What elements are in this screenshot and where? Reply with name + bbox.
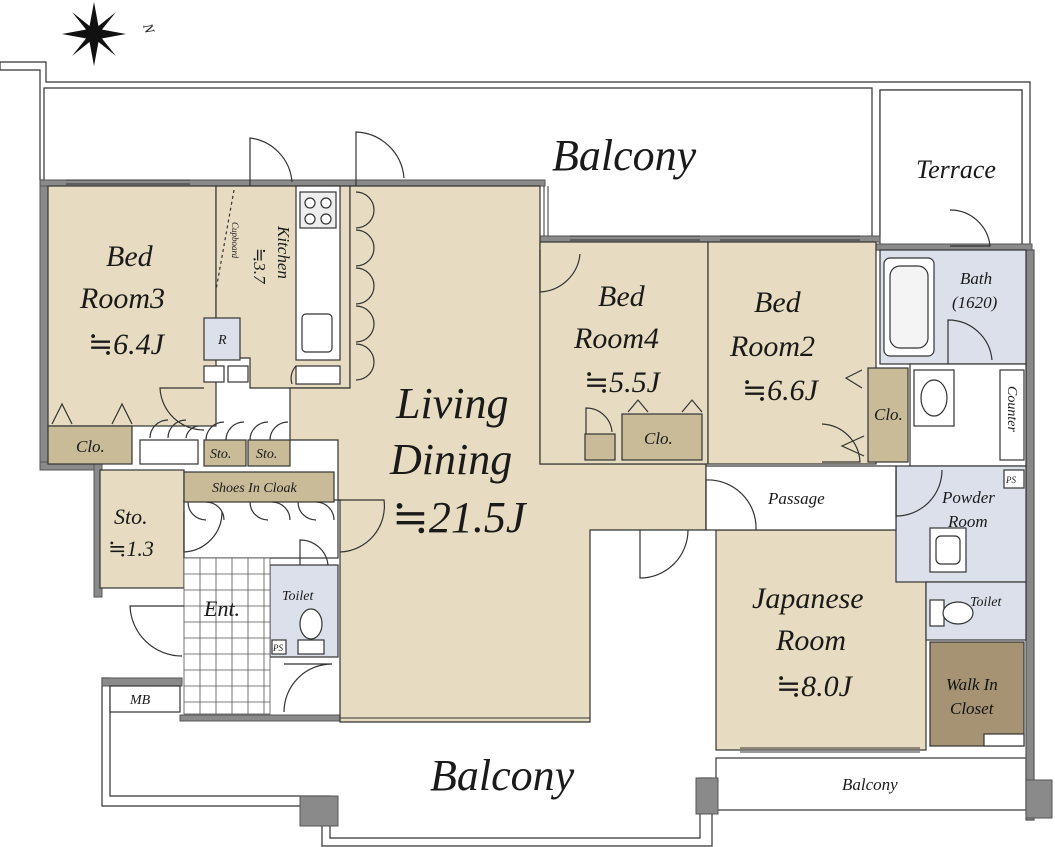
entrance-hall	[183, 499, 339, 559]
kitchen-area-label: ≒3.7	[250, 248, 269, 285]
toilet-icon	[297, 608, 325, 655]
bed-room-3-area	[47, 185, 217, 427]
closet-bed-room-4-label: Clo.	[644, 429, 673, 448]
refrigerator-label: R	[217, 333, 227, 348]
labels: N Balcony Terrace Bath (1620) Bed Room3 …	[76, 21, 1019, 800]
closet-bed-room-3-label: Clo.	[76, 437, 105, 456]
shoes-in-cloak-label: Shoes In Cloak	[212, 481, 298, 496]
north-arrow-icon	[62, 2, 126, 66]
closet-bed-room-2-label: Clo.	[874, 405, 903, 424]
meter-box	[109, 685, 181, 713]
walk-in-closet-line1: Walk In	[946, 675, 998, 694]
closet-bed-room-4	[621, 413, 703, 461]
powder-room-line2: Room	[947, 512, 988, 531]
balcony-north-label: Balcony	[552, 131, 697, 180]
walk-in-closet-line2: Closet	[950, 699, 995, 718]
door-swings	[51, 131, 993, 713]
japanese-room-line2: Room	[775, 624, 846, 657]
closet-bed-room-2	[867, 367, 909, 463]
pipe-space-box	[1003, 469, 1025, 489]
bed-room-4-line1: Bed	[598, 280, 646, 313]
kitchen-sink-icon	[301, 313, 333, 353]
kitchen-label: Kitchen	[274, 225, 293, 279]
entry-pipe-space-label: PS	[272, 643, 283, 653]
closet-bed-room-4-small	[584, 433, 616, 461]
bed-room-2-area	[707, 241, 877, 465]
entry-toilet-label: Toilet	[282, 589, 314, 604]
bed-room-3-line1: Bed	[106, 240, 154, 273]
stove-icon	[299, 191, 337, 229]
compass-label: N	[139, 21, 157, 36]
entrance-label: Ent.	[203, 596, 240, 621]
bed-room-2-line1: Bed	[754, 286, 802, 319]
storage-b	[247, 439, 291, 467]
bath-label: Bath	[960, 269, 992, 288]
passage-label: Passage	[767, 489, 825, 508]
bed-room-3-area-label: ≒6.4J	[88, 328, 166, 361]
bed-room-4-area-label: ≒5.5J	[584, 366, 662, 399]
storage-a-label: Sto.	[210, 447, 231, 462]
pipe-space-box	[271, 639, 287, 655]
toilet-icon	[929, 599, 974, 627]
balcony-south-label: Balcony	[430, 751, 575, 800]
refrigerator-icon	[203, 317, 241, 361]
pipe-space-label: PS	[1005, 475, 1016, 485]
fixtures	[203, 185, 1025, 747]
shoes-in-cloak	[183, 471, 335, 503]
living-dining-line1: Living	[395, 379, 508, 428]
storage-room-area-label: ≒1.3	[108, 536, 154, 561]
entrance-tiles	[183, 557, 271, 715]
east-toilet-label: Toilet	[970, 595, 1002, 610]
bed-room-3-line2: Room3	[79, 282, 165, 315]
storage-room-label: Sto.	[114, 504, 148, 529]
bed-room-4-line2: Room4	[573, 322, 659, 355]
closets	[47, 367, 1025, 747]
bed-room-2-line2: Room2	[729, 330, 815, 363]
counter-fixture	[999, 369, 1025, 461]
storage-a	[203, 439, 247, 467]
bed-room-2-area-label: ≒6.6J	[742, 374, 820, 407]
powder-room-line1: Powder	[941, 488, 995, 507]
balcony-east-label: Balcony	[842, 775, 898, 794]
living-dining-line2: Dining	[389, 435, 512, 484]
counter-label: Counter	[1004, 386, 1019, 432]
meter-box-label: MB	[129, 693, 151, 708]
hall-cupboard	[139, 439, 199, 465]
walk-in-closet-area	[929, 641, 1025, 747]
japanese-room-area-label: ≒8.0J	[776, 670, 854, 703]
passage-area	[705, 465, 897, 531]
terrace-label: Terrace	[916, 155, 996, 184]
japanese-room-line1: Japanese	[752, 582, 864, 615]
closet-bed-room-3	[47, 425, 133, 465]
storage-b-label: Sto.	[256, 447, 277, 462]
storage-room-area	[99, 469, 185, 589]
windows	[66, 179, 920, 753]
living-dining-area-label: ≒21.5J	[392, 493, 528, 542]
cupboard-label: Cupboard	[230, 222, 240, 259]
bath-size-label: (1620)	[952, 293, 998, 312]
